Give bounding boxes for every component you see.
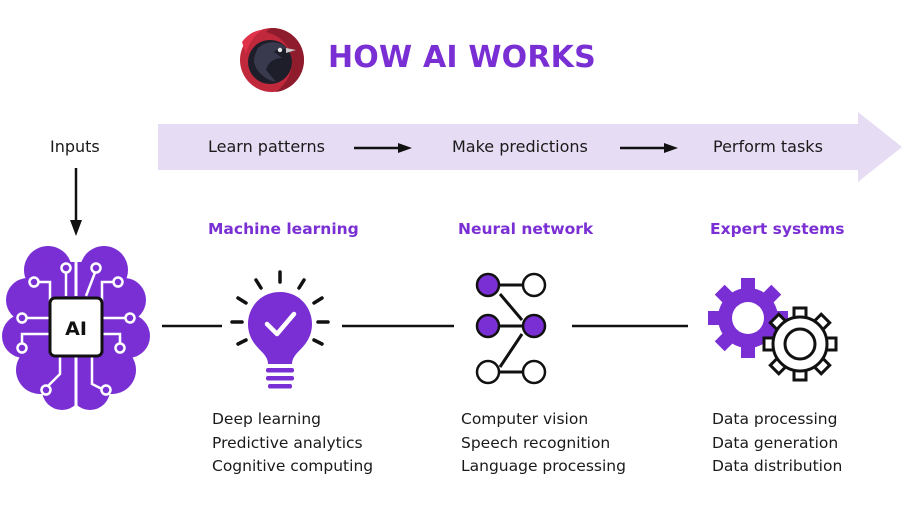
page-title: HOW AI WORKS — [328, 40, 596, 75]
flow-step-learn-patterns: Learn patterns — [208, 137, 325, 156]
list-item: Cognitive computing — [212, 457, 374, 475]
process-banner-arrow — [158, 112, 902, 182]
list-item: Data generation — [712, 433, 839, 452]
neural-network-icon — [475, 272, 547, 385]
machine-learning-list: Deep learning Predictive analytics Cogni… — [212, 408, 373, 479]
list-item: Computer vision — [461, 410, 589, 428]
crow-logo-icon — [240, 28, 304, 92]
flow-arrow-1 — [354, 143, 412, 153]
list-item: Data processing — [712, 410, 838, 428]
neural-network-list: Computer vision Speech recognition Langu… — [461, 408, 626, 479]
list-item: Deep learning — [212, 410, 322, 428]
category-title-machine-learning: Machine learning — [208, 220, 359, 238]
brain-chip-icon: AI — [2, 246, 150, 410]
ai-chip-label: AI — [65, 318, 87, 340]
inputs-down-arrow — [70, 168, 82, 236]
lightbulb-check-icon — [230, 270, 330, 389]
flow-arrow-2 — [620, 143, 678, 153]
flow-step-make-predictions: Make predictions — [452, 137, 588, 156]
expert-systems-list: Data processing Data generation Data dis… — [712, 408, 842, 479]
inputs-label: Inputs — [50, 137, 100, 156]
list-item: Data distribution — [712, 457, 843, 475]
flow-step-perform-tasks: Perform tasks — [713, 137, 823, 156]
list-item: Predictive analytics — [212, 433, 363, 452]
category-title-neural-network: Neural network — [458, 220, 594, 238]
category-title-expert-systems: Expert systems — [710, 220, 845, 238]
list-item: Speech recognition — [461, 433, 611, 452]
list-item: Language processing — [461, 457, 626, 475]
gears-icon — [708, 278, 838, 382]
